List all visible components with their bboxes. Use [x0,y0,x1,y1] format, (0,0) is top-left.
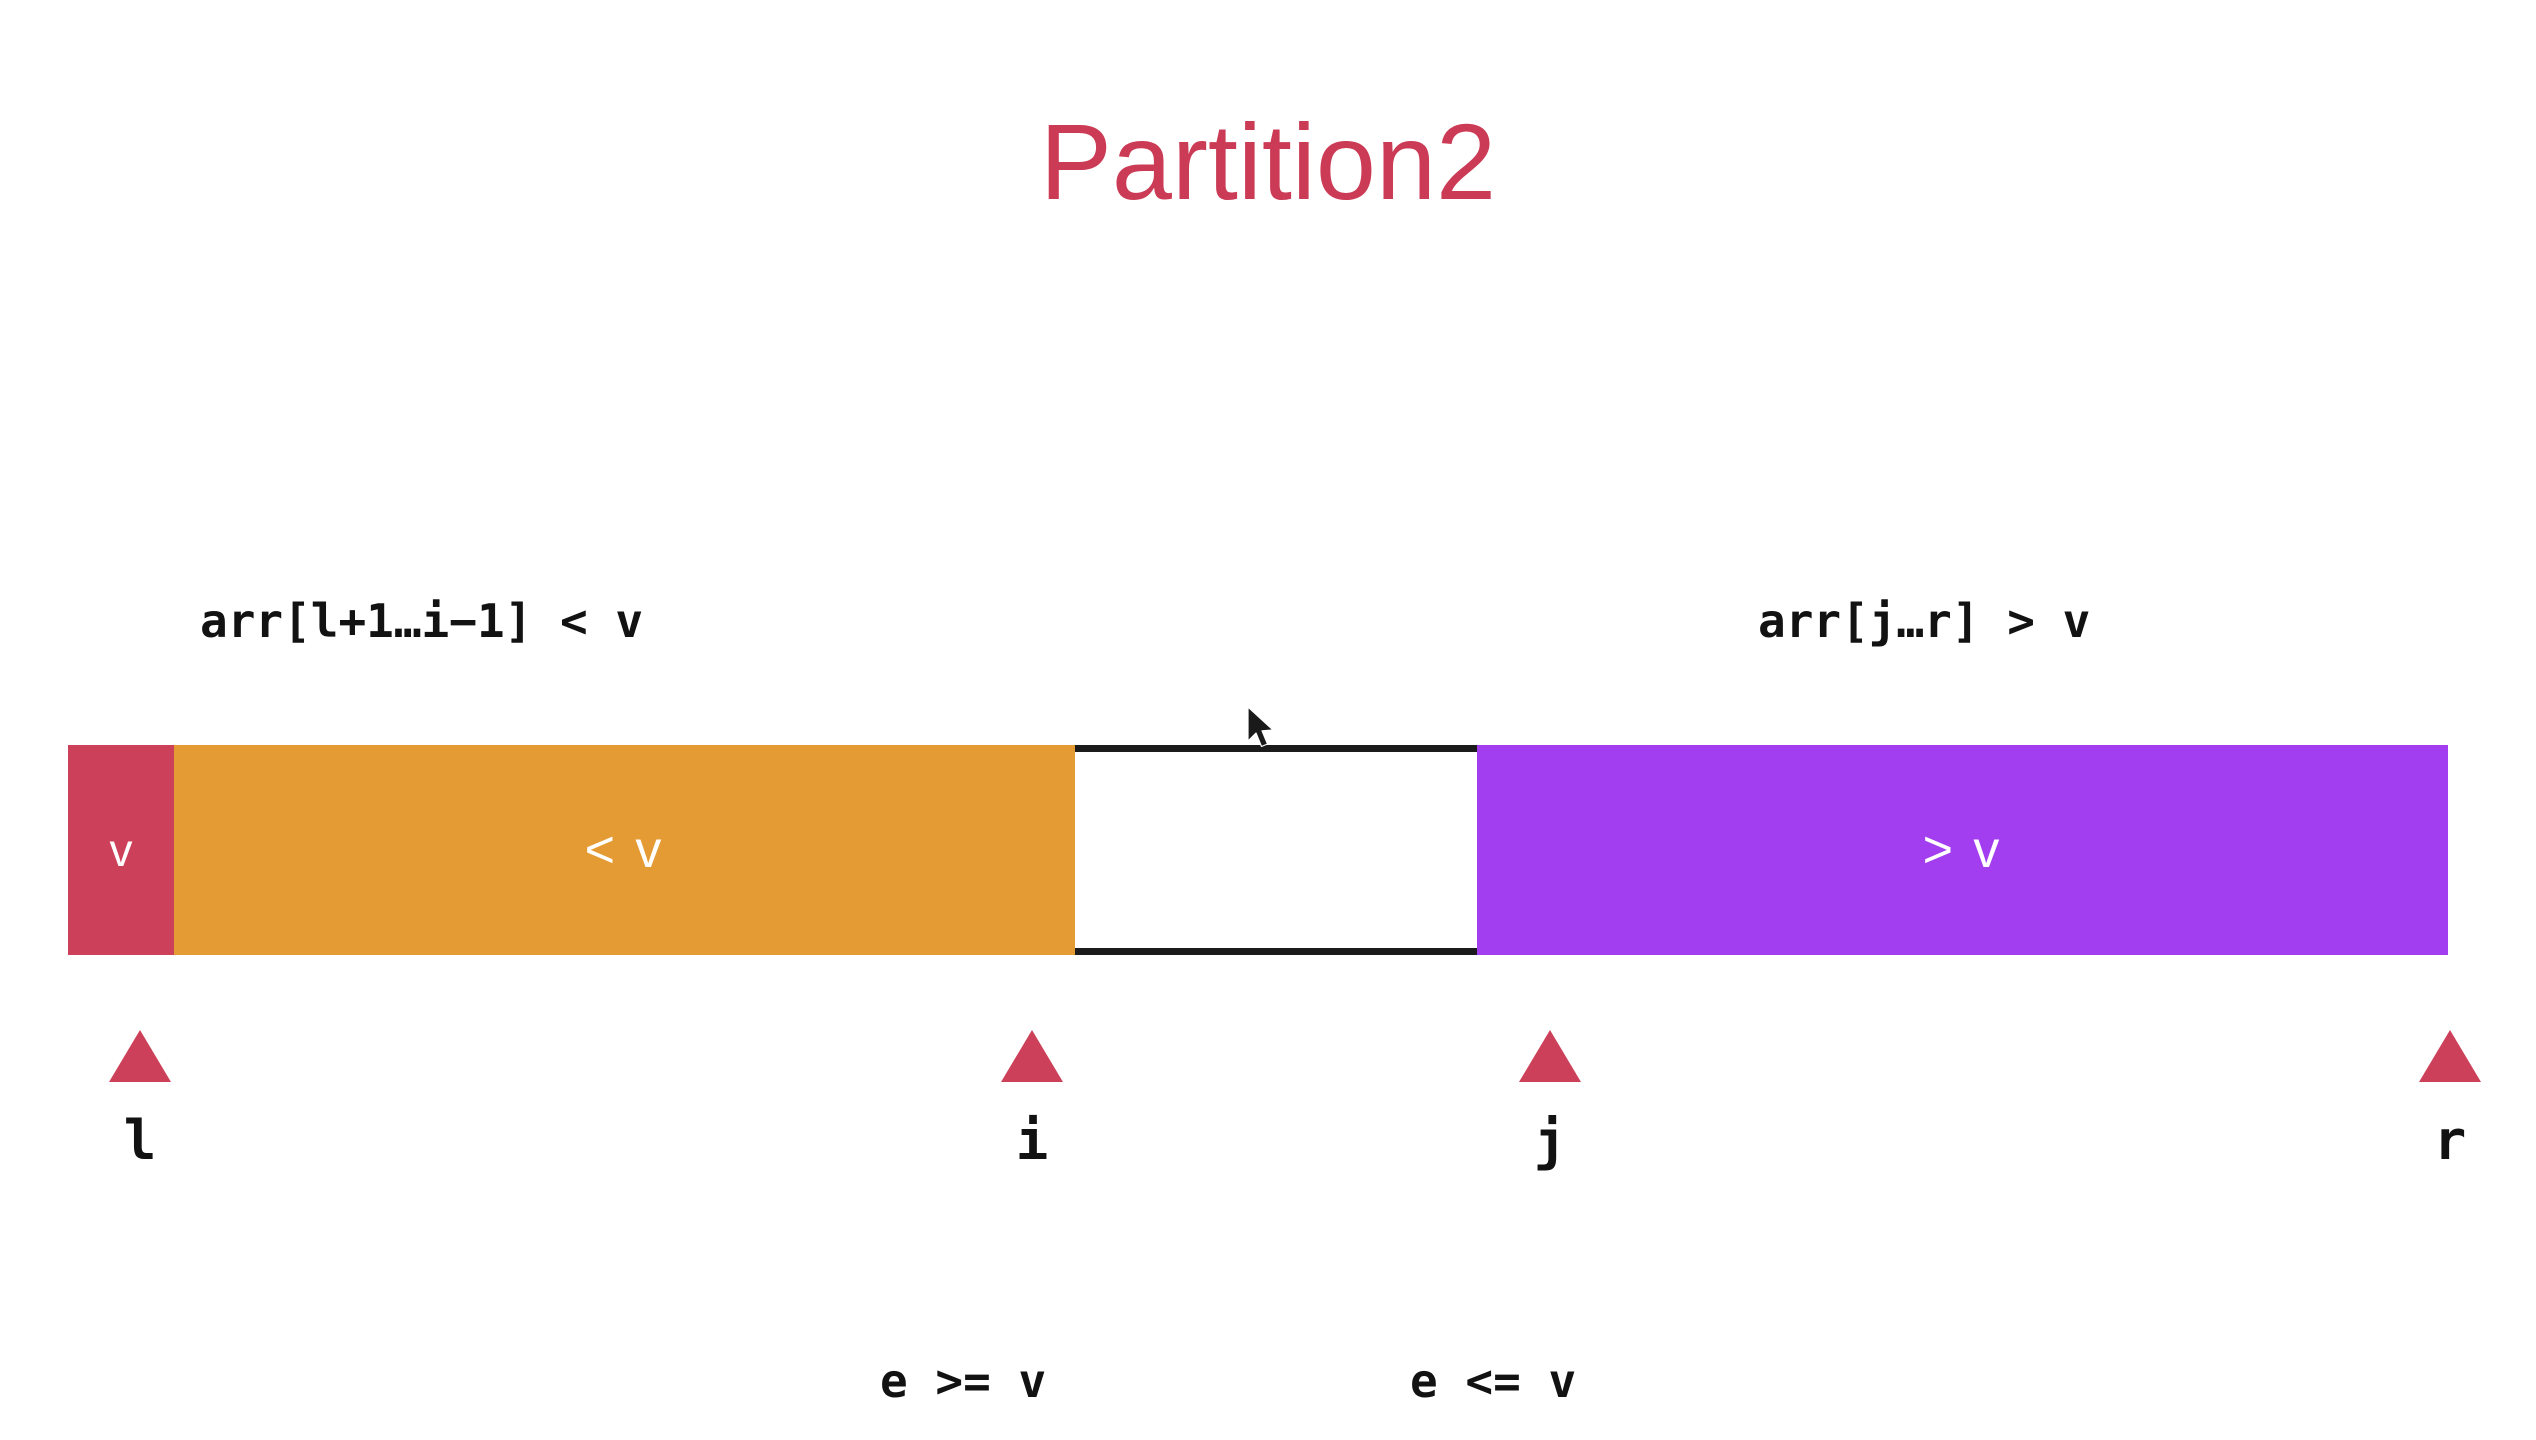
array-segment-pivot: v [68,745,174,955]
array-segment-less-label: < v [584,821,665,879]
array-segment-unknown [1075,745,1477,955]
triangle-up-icon [1001,1030,1063,1082]
condition-left-label: e >= v [880,1354,1047,1408]
left-invariant-label: arr[l+1…i−1] < v [200,594,644,648]
array-segment-greater-label: > v [1922,821,2003,879]
triangle-up-icon [1519,1030,1581,1082]
right-invariant-label: arr[j…r] > v [1758,594,2091,648]
pointer-marker-i-label: i [1015,1109,1049,1172]
array-segment-less-than-v: < v [174,745,1075,955]
triangle-up-icon [109,1030,171,1082]
pointer-marker-l-label: l [123,1109,157,1172]
array-segment-pivot-label: v [109,824,133,876]
condition-right-label: e <= v [1410,1354,1577,1408]
array-segment-greater-than-v: > v [1477,745,2448,955]
array-bar: v < v > v [68,745,2448,955]
pointer-marker-j-label: j [1533,1109,1567,1172]
triangle-up-icon [2419,1030,2481,1082]
page-title: Partition2 [1039,101,1497,222]
pointer-marker-r-label: r [2433,1109,2467,1172]
